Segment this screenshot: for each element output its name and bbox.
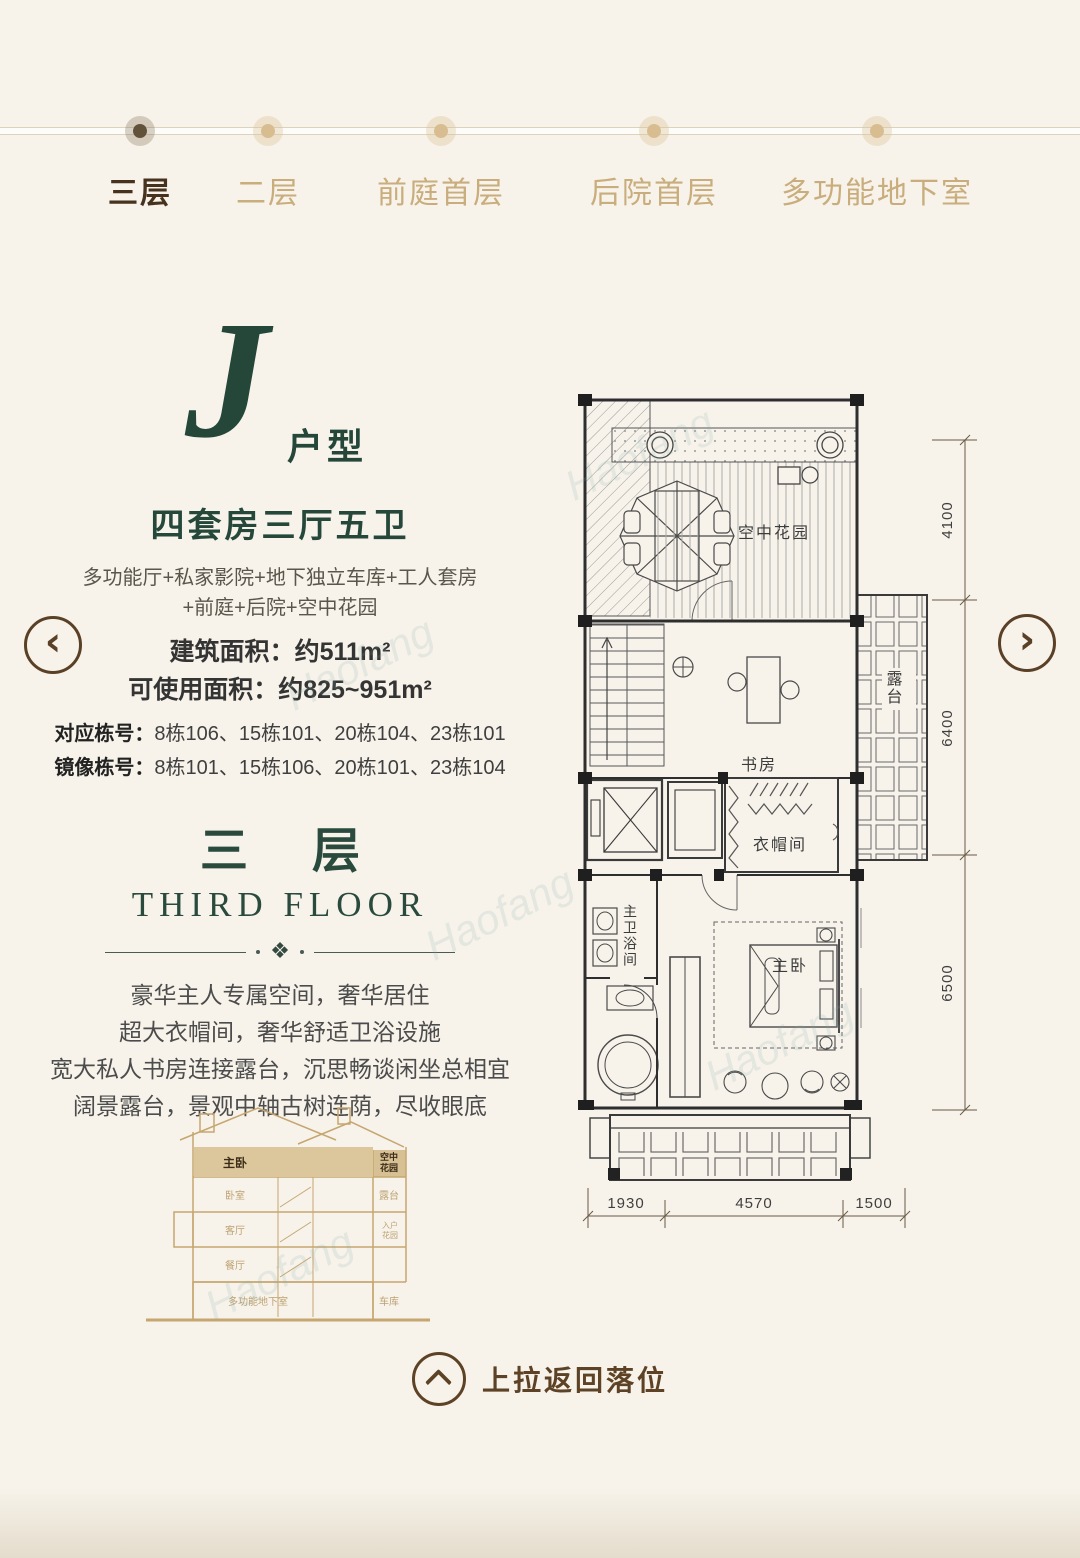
unit-features-line1: 多功能厅+私家影院+地下独立车库+工人套房	[82, 567, 478, 589]
unit-features-line2: +前庭+后院+空中花园	[182, 597, 378, 619]
structural-wall-blocks	[578, 394, 864, 1110]
usable-area-value: 约825~951m²	[278, 676, 432, 704]
dim-right-6400: 6400	[939, 709, 956, 746]
section-label-basement: 多功能地下室	[228, 1295, 288, 1308]
section-label-entry-garden-1: 入户	[382, 1220, 398, 1230]
built-area-label: 建筑面积：	[169, 638, 295, 666]
area-block: 建筑面积：约511m² 可使用面积：约825~951m²	[35, 633, 525, 709]
chevron-left-icon: ‹	[44, 619, 62, 665]
floor-description: 豪华主人专属空间，奢华居住 超大衣帽间，奢华舒适卫浴设施 宽大私人书房连接露台，…	[35, 977, 525, 1125]
ornament-divider: ❖	[105, 939, 456, 964]
timeline-dot-basement[interactable]	[862, 116, 892, 146]
study-area: 书房	[589, 623, 800, 774]
dim-bottom-1500: 1500	[855, 1195, 892, 1212]
room-label-sky-garden: 空中花园	[738, 524, 810, 542]
room-label-study: 书房	[741, 756, 777, 774]
mirror-label: 镜像栋号：	[54, 757, 155, 779]
balcony-area	[589, 1114, 871, 1181]
dim-right-6500: 6500	[939, 964, 956, 1001]
timeline-dot-back-first[interactable]	[639, 116, 669, 146]
section-label-living: 客厅	[225, 1224, 245, 1237]
desc-line: 阔景露台，景观中轴古树连荫，尽收眼底	[73, 1093, 487, 1119]
terrace-area: 露台	[856, 594, 928, 861]
timeline-dot-front-first[interactable]	[426, 116, 456, 146]
floor-title-en: THIRD FLOOR	[131, 885, 429, 924]
desc-line: 宽大私人书房连接露台，沉思畅谈闲坐总相宜	[50, 1056, 510, 1082]
section-label-dining: 餐厅	[225, 1259, 245, 1272]
florette-ornament-icon: ❖	[270, 939, 290, 964]
chevron-up-icon	[411, 1352, 466, 1406]
prev-arrow-button[interactable]: ‹	[24, 616, 82, 674]
dim-bottom-4570: 4570	[735, 1195, 772, 1212]
section-label-sky-garden-1: 空中	[380, 1151, 398, 1162]
bottom-fade	[0, 1488, 1080, 1558]
tab-back-first[interactable]: 后院首层	[590, 177, 718, 210]
desc-line: 超大衣帽间，奢华舒适卫浴设施	[119, 1019, 441, 1045]
chevron-right-icon: ›	[1018, 617, 1036, 663]
master-bath-area: 主卫浴间	[592, 904, 659, 1101]
timeline-dot-floor2[interactable]	[253, 116, 283, 146]
timeline-rule	[0, 127, 1080, 135]
dim-bottom-1930: 1930	[607, 1195, 644, 1212]
room-label-cloakroom: 衣帽间	[753, 836, 807, 854]
buildings-value: 8栋106、15栋101、20栋104、23栋101	[154, 723, 506, 745]
unit-monogram-row: J 户型	[35, 296, 525, 480]
cloakroom-area: 衣帽间	[724, 777, 839, 873]
desc-line: 豪华主人专属空间，奢华居住	[130, 982, 430, 1008]
dimension-lines	[582, 434, 977, 1228]
master-bedroom-area: 主卧	[669, 874, 850, 1100]
unit-letter: J	[185, 287, 269, 473]
floor-plan: 空中花园 书房 露台	[578, 394, 977, 1228]
room-label-terrace: 露台	[884, 670, 903, 706]
highlighted-third-floor-band	[194, 1147, 373, 1177]
room-label-master-bath: 主卫浴间	[622, 904, 638, 968]
unit-type-suffix: 户型	[287, 426, 368, 467]
buildings-label: 对应栋号：	[54, 723, 155, 745]
building-cross-section: 主卧 空中 花园 卧室 露台 客厅 入户 花园 餐厅 多功能地下室 车库	[146, 1107, 430, 1322]
floor-title-cn: 三 层	[199, 825, 386, 878]
section-label-entry-garden-2: 花园	[382, 1230, 398, 1240]
sky-garden-area: 空中花园	[584, 399, 858, 622]
section-label-master-bedroom: 主卧	[223, 1155, 247, 1170]
pull-up-return-button[interactable]: 上拉返回落位	[0, 1352, 1080, 1406]
tab-basement[interactable]: 多功能地下室	[781, 177, 973, 210]
built-area-value: 约511m²	[294, 638, 391, 666]
dim-right-4100: 4100	[939, 501, 956, 538]
mirror-value: 8栋101、15栋106、20栋101、23栋104	[154, 757, 506, 779]
room-label-master-bedroom: 主卧	[772, 957, 808, 975]
usable-area-label: 可使用面积：	[128, 676, 279, 704]
unit-info-panel: J 户型 四套房三厅五卫 多功能厅+私家影院+地下独立车库+工人套房 +前庭+后…	[35, 296, 525, 1125]
unit-headline: 四套房三厅五卫	[150, 507, 410, 545]
section-label-bedroom: 卧室	[225, 1189, 245, 1202]
timeline-dot-floor3[interactable]	[125, 116, 155, 146]
next-arrow-button[interactable]: ›	[998, 614, 1056, 672]
tab-front-first[interactable]: 前庭首层	[377, 177, 505, 210]
section-label-sky-garden-2: 花园	[380, 1162, 398, 1173]
unit-features: 多功能厅+私家影院+地下独立车库+工人套房 +前庭+后院+空中花园	[35, 563, 525, 623]
tab-floor3[interactable]: 三层	[108, 177, 172, 210]
tab-floor2[interactable]: 二层	[236, 177, 300, 210]
section-label-garage: 车库	[379, 1295, 399, 1308]
pull-up-return-label: 上拉返回落位	[481, 1365, 668, 1396]
section-label-terrace: 露台	[379, 1189, 399, 1202]
elevator-area	[585, 778, 723, 862]
